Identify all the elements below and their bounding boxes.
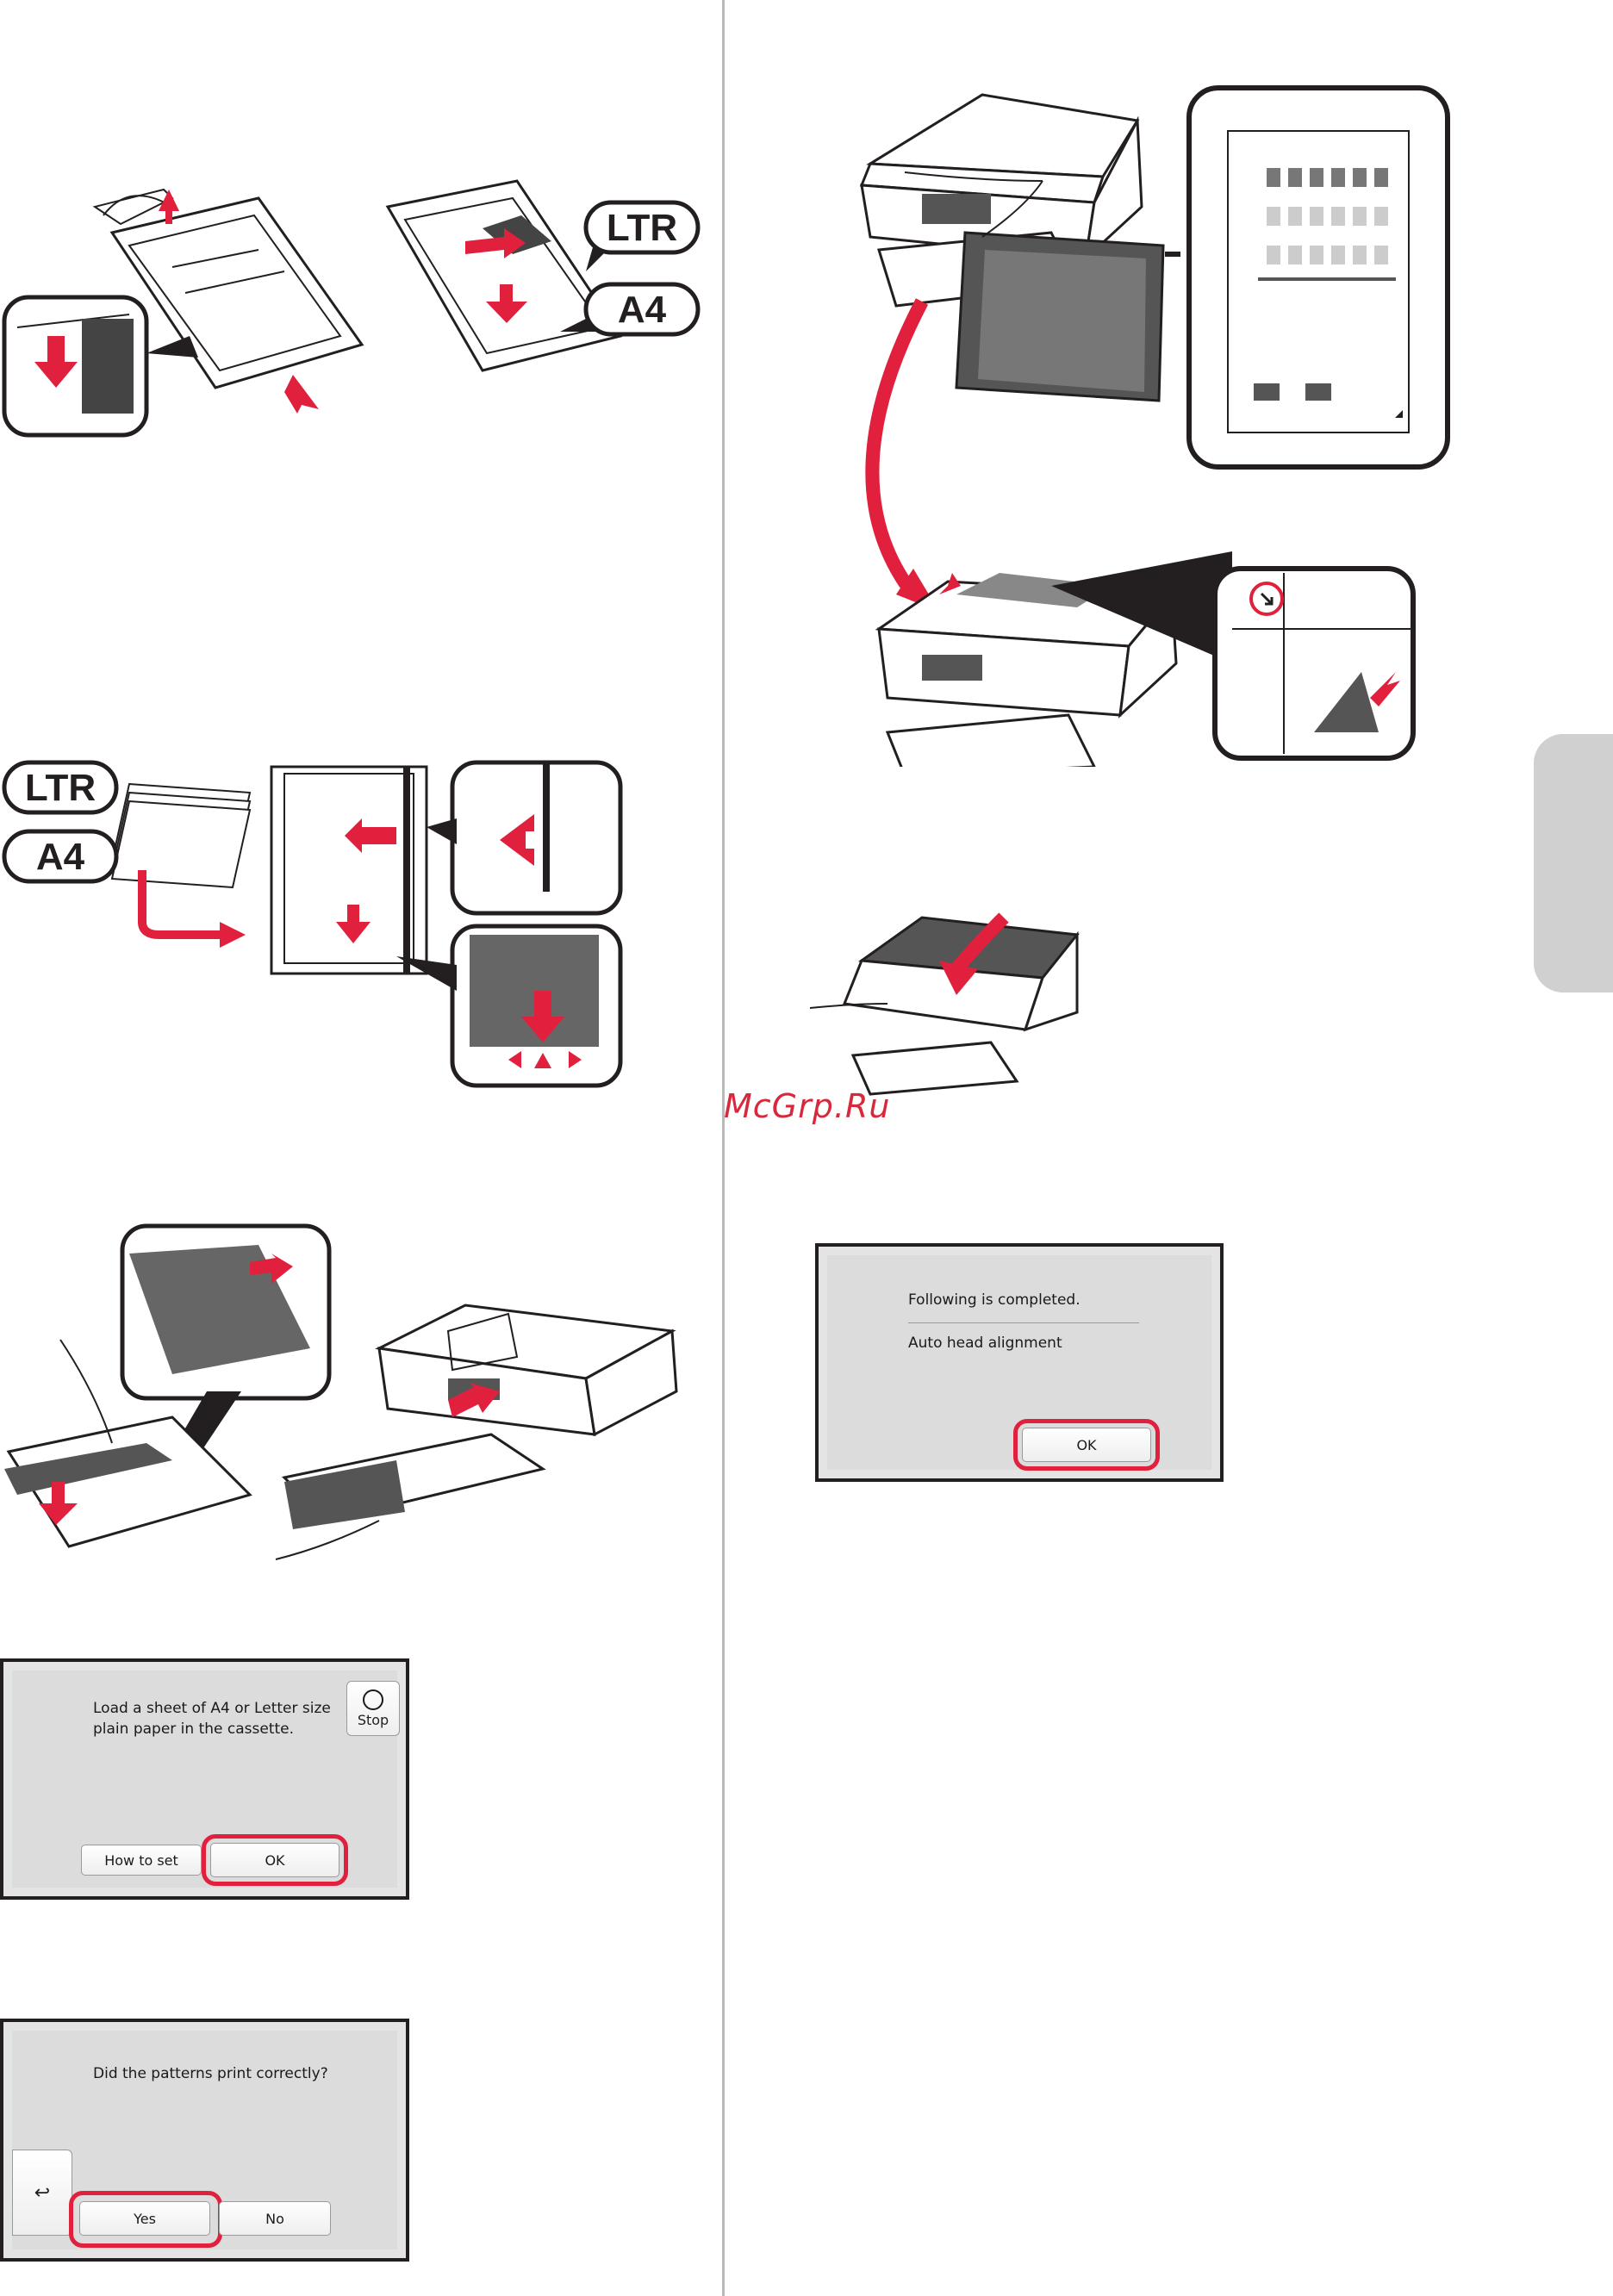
- separator-line: [908, 1322, 1139, 1323]
- a4-tag: A4: [618, 289, 667, 331]
- ok-button[interactable]: OK: [210, 1843, 339, 1877]
- completed-screen: Following is completed. Auto head alignm…: [815, 1243, 1224, 1482]
- ltr-tag-2: LTR: [25, 767, 96, 809]
- stop-button[interactable]: Stop: [346, 1681, 400, 1736]
- how-to-set-button[interactable]: How to set: [81, 1845, 202, 1876]
- load-paper-message: Load a sheet of A4 or Letter size plain …: [93, 1698, 352, 1739]
- insert-cassette-illustration: [0, 1219, 707, 1581]
- watermark: McGrp.Ru: [724, 1087, 890, 1125]
- ok-button-2[interactable]: OK: [1022, 1428, 1151, 1462]
- patterns-message: Did the patterns print correctly?: [93, 2063, 377, 2084]
- scan-pattern-illustration: [827, 78, 1491, 767]
- patterns-screen: Did the patterns print correctly? ↩ Yes …: [0, 2019, 409, 2262]
- side-tab: [1534, 734, 1613, 992]
- stop-icon: [363, 1689, 383, 1710]
- column-divider: [722, 0, 725, 2296]
- cassette-guides-illustration: LTR A4: [0, 164, 707, 448]
- load-paper-screen: Load a sheet of A4 or Letter size plain …: [0, 1658, 409, 1900]
- a4-tag-2: A4: [36, 836, 85, 878]
- ltr-tag: LTR: [607, 207, 677, 249]
- yes-button[interactable]: Yes: [79, 2201, 210, 2236]
- close-lid-illustration: [810, 909, 1086, 1107]
- back-arrow-icon: ↩: [34, 2181, 50, 2204]
- right-arrow-icon-2: [220, 922, 246, 948]
- completed-item: Auto head alignment: [908, 1333, 1184, 1353]
- load-paper-illustration: LTR A4: [0, 750, 707, 1094]
- stop-button-label: Stop: [358, 1712, 389, 1728]
- back-button[interactable]: ↩: [12, 2150, 72, 2236]
- down-right-arrow-icon: [280, 375, 319, 414]
- no-button[interactable]: No: [219, 2201, 331, 2236]
- completed-message: Following is completed.: [908, 1290, 1184, 1310]
